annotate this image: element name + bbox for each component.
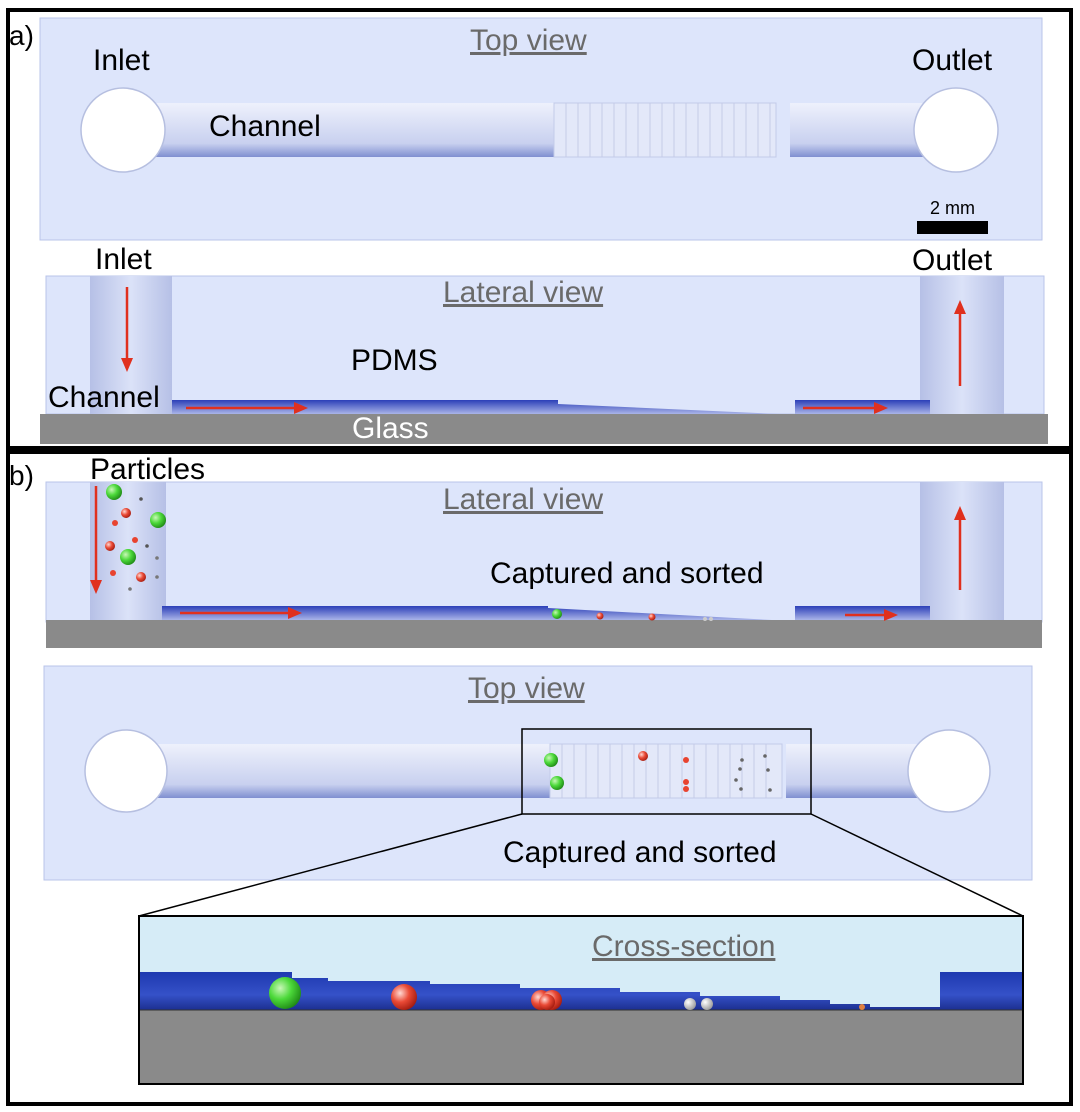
b-top-captured-particles <box>544 751 772 792</box>
gray-particle <box>734 778 738 782</box>
gray-particle <box>740 758 744 762</box>
green-particle <box>550 776 564 790</box>
pdms-label: PDMS <box>351 344 438 377</box>
red-particle <box>105 541 115 551</box>
cross-glass <box>139 1010 1023 1084</box>
b-top-channel-left <box>126 744 550 798</box>
b-top-view-device <box>43 665 1033 881</box>
scale-bar-label: 2 mm <box>930 198 975 218</box>
a-top-trap-steps <box>565 103 771 157</box>
red-particle <box>683 786 689 792</box>
red-particle <box>136 572 146 582</box>
zoom-box <box>521 728 812 815</box>
b-top-inlet-well <box>84 729 168 813</box>
a-lateral-view-title: Lateral view <box>443 276 604 309</box>
gray-particle <box>709 617 713 621</box>
a-top-channel-trap <box>553 102 777 158</box>
red-particle <box>683 779 689 785</box>
red-particle <box>112 520 118 526</box>
panel-b-letter: b) <box>9 460 34 491</box>
a-lat-outlet-label: Outlet <box>912 244 993 277</box>
cross-particles <box>269 977 865 1010</box>
a-top-channel-label: Channel <box>209 110 321 143</box>
particles-label: Particles <box>90 453 206 486</box>
b-top-view-title: Top view <box>468 672 585 705</box>
gray-particle <box>145 544 149 548</box>
b-top-channel-trap <box>549 743 783 799</box>
gray-particle <box>766 768 770 772</box>
green-particle <box>552 609 562 619</box>
a-lat-outlet-well <box>920 276 1004 414</box>
green-particle <box>106 484 122 500</box>
cross-section-title: Cross-section <box>592 930 776 963</box>
red-particle <box>638 751 648 761</box>
a-lat-channel <box>172 400 780 414</box>
b-top-captured-label: Captured and sorted <box>503 836 777 869</box>
gray-particle <box>739 787 743 791</box>
red-particle <box>391 984 417 1010</box>
a-top-outlet-well <box>913 87 999 173</box>
red-particle <box>132 537 138 543</box>
a-top-outlet-label: Outlet <box>912 44 993 77</box>
a-glass-slab <box>40 414 1048 444</box>
green-particle <box>269 977 301 1009</box>
b-lat-channel-right <box>795 606 930 620</box>
b-lateral-view-title: Lateral view <box>443 483 604 516</box>
b-glass-slab <box>46 620 1042 648</box>
a-top-view-title: Top view <box>470 24 587 57</box>
a-lat-inlet-well <box>90 276 172 414</box>
gray-particle <box>139 497 143 501</box>
b-particle-cloud <box>105 484 166 591</box>
gray-particle <box>684 998 696 1010</box>
a-lat-channel-label: Channel <box>48 381 160 414</box>
b-flow-arrows <box>90 486 966 621</box>
panel-a-frame <box>6 8 1073 450</box>
b-lat-captured-label: Captured and sorted <box>490 557 764 590</box>
red-particle <box>110 570 116 576</box>
gray-particle <box>155 575 159 579</box>
gray-particle <box>859 1004 865 1010</box>
a-top-inlet-well <box>80 87 166 173</box>
gray-particle <box>703 617 707 621</box>
gray-particle <box>768 788 772 792</box>
cross-channel <box>139 972 1023 1010</box>
b-lat-outlet-well <box>920 482 1004 622</box>
b-lateral-view-device <box>45 481 1043 648</box>
red-particle <box>683 757 689 763</box>
red-particle <box>539 994 555 1010</box>
b-top-outlet-well <box>907 729 991 813</box>
red-particle <box>121 508 131 518</box>
b-lat-captured-particles <box>552 609 713 621</box>
gray-particle <box>155 556 159 560</box>
green-particle <box>544 753 558 767</box>
glass-label: Glass <box>352 412 429 445</box>
red-particle <box>648 613 656 621</box>
gray-particle <box>128 587 132 591</box>
gray-particle <box>738 767 742 771</box>
a-scale-bar <box>917 221 988 234</box>
green-particle <box>120 549 136 565</box>
panel-b-frame <box>6 450 1073 1106</box>
a-top-channel-left <box>124 103 554 157</box>
gray-particle <box>701 998 713 1010</box>
b-lat-channel <box>162 606 772 620</box>
a-lat-inlet-label: Inlet <box>95 243 152 276</box>
cross-section-view <box>138 915 1024 1085</box>
zoom-lines <box>138 813 1024 917</box>
red-particle <box>596 612 604 620</box>
green-particle <box>150 512 166 528</box>
a-flow-arrows <box>121 287 966 414</box>
a-top-view-device <box>39 17 1043 241</box>
a-top-inlet-label: Inlet <box>93 44 150 77</box>
panel-a-letter: a) <box>9 20 34 51</box>
a-lateral-view-device <box>40 275 1048 444</box>
gray-particle <box>763 754 767 758</box>
